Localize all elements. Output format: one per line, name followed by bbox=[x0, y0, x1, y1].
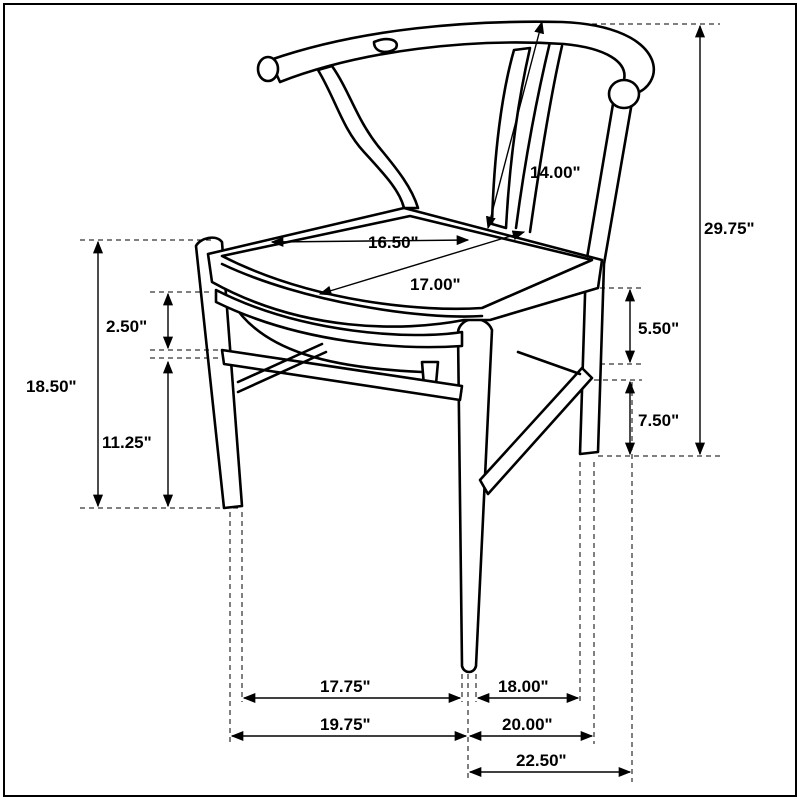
rear-stretcher bbox=[236, 342, 324, 384]
top-rail-left-end bbox=[256, 55, 280, 83]
seat-under-curve bbox=[230, 300, 424, 374]
seat-frame bbox=[206, 206, 604, 328]
dim-line-seat-depth bbox=[318, 230, 526, 296]
dimension-lines bbox=[92, 20, 706, 778]
top-rail-joint bbox=[372, 37, 399, 54]
diagram-frame: 29.75" 14.00" 16.50" 17.00" 2.50" 18.50"… bbox=[3, 3, 797, 797]
seat-cushion-side bbox=[220, 262, 484, 318]
label-seat-thickness: 2.50" bbox=[106, 317, 147, 336]
chair-dimension-diagram: 29.75" 14.00" 16.50" 17.00" 2.50" 18.50"… bbox=[26, 20, 755, 782]
label-back-height: 14.00" bbox=[530, 163, 581, 182]
label-seat-width: 16.50" bbox=[368, 233, 419, 252]
label-front-outer-width: 19.75" bbox=[320, 715, 371, 734]
dimension-labels: 29.75" 14.00" 16.50" 17.00" 2.50" 18.50"… bbox=[26, 163, 755, 770]
arm-support bbox=[316, 64, 420, 210]
label-stretcher-height-front: 11.25" bbox=[102, 433, 152, 452]
label-stretcher-height-side: 7.50" bbox=[638, 411, 679, 430]
label-overall-height: 29.75" bbox=[704, 219, 755, 238]
back-splat-line-2 bbox=[528, 44, 564, 234]
top-rail-right-end bbox=[607, 78, 641, 110]
side-stretcher bbox=[478, 366, 594, 496]
top-rail bbox=[268, 20, 655, 96]
chair-drawing bbox=[194, 20, 655, 674]
front-left-leg bbox=[194, 236, 244, 510]
seat-cushion-top bbox=[220, 214, 594, 311]
seat-front-rail bbox=[214, 288, 464, 349]
label-back-gap: 5.50" bbox=[638, 319, 679, 338]
label-overall-depth: 22.50" bbox=[516, 751, 567, 770]
label-side-inner-depth: 18.00" bbox=[498, 677, 549, 696]
label-seat-depth: 17.00" bbox=[410, 275, 461, 294]
rear-stretcher-2 bbox=[236, 350, 328, 394]
label-seat-height: 18.50" bbox=[26, 377, 77, 396]
front-right-leg bbox=[456, 317, 494, 674]
dim-line-back-height bbox=[486, 20, 544, 230]
back-stretcher bbox=[516, 350, 582, 376]
label-side-outer-depth: 20.00" bbox=[502, 715, 553, 734]
label-front-inner-width: 17.75" bbox=[320, 677, 371, 696]
